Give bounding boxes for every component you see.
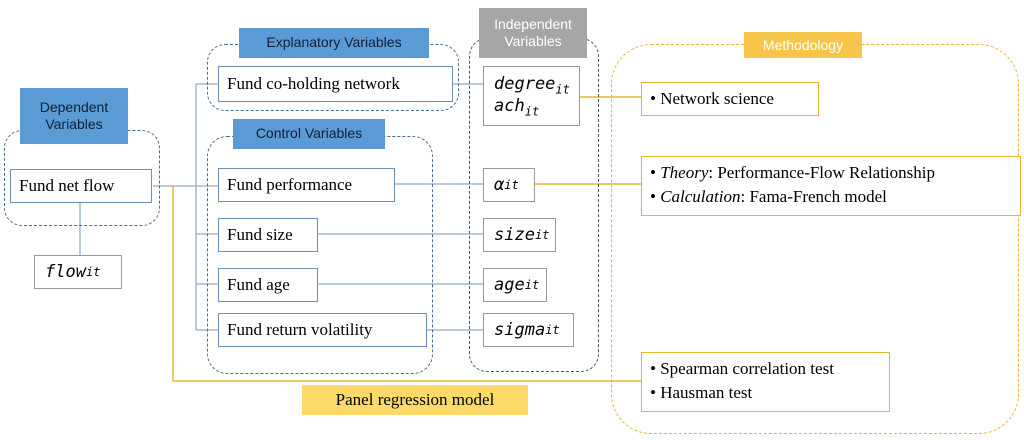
method-box-network-science: • Network science — [641, 82, 819, 116]
method-hausman: • Hausman test — [650, 383, 753, 402]
dependent-header: Dependent Variables — [20, 88, 128, 144]
connector-panel-regression — [172, 186, 641, 382]
methodology-header: Methodology — [744, 32, 862, 58]
method-theory: • Theory: Performance-Flow Relationship — [650, 163, 935, 182]
explanatory-header: Explanatory Variables — [239, 28, 429, 58]
control-header: Control Variables — [233, 119, 385, 149]
independent-header: Independent Variables — [479, 8, 587, 58]
panel-regression-label: Panel regression model — [302, 385, 528, 415]
symbol-degree: degreeit — [494, 73, 570, 96]
variable-box-size: Fund size — [218, 218, 318, 252]
variable-box-performance: Fund performance — [218, 168, 395, 202]
variable-box-network: Fund co-holding network — [218, 66, 453, 102]
variable-box-volatility: Fund return volatility — [218, 313, 427, 347]
method-box-tests: • Spearman correlation test • Hausman te… — [641, 352, 890, 412]
method-spearman: • Spearman correlation test — [650, 359, 834, 378]
symbol-box-network: degreeit achit — [483, 66, 580, 126]
dependent-netflow-box: Fund net flow — [10, 169, 152, 203]
variable-box-age: Fund age — [218, 268, 318, 302]
symbol-ach: achit — [494, 96, 540, 119]
method-network-science: • Network science — [650, 89, 774, 108]
method-calculation: • Calculation: Fama-French model — [650, 187, 887, 206]
method-box-performance: • Theory: Performance-Flow Relationship … — [641, 156, 1021, 216]
